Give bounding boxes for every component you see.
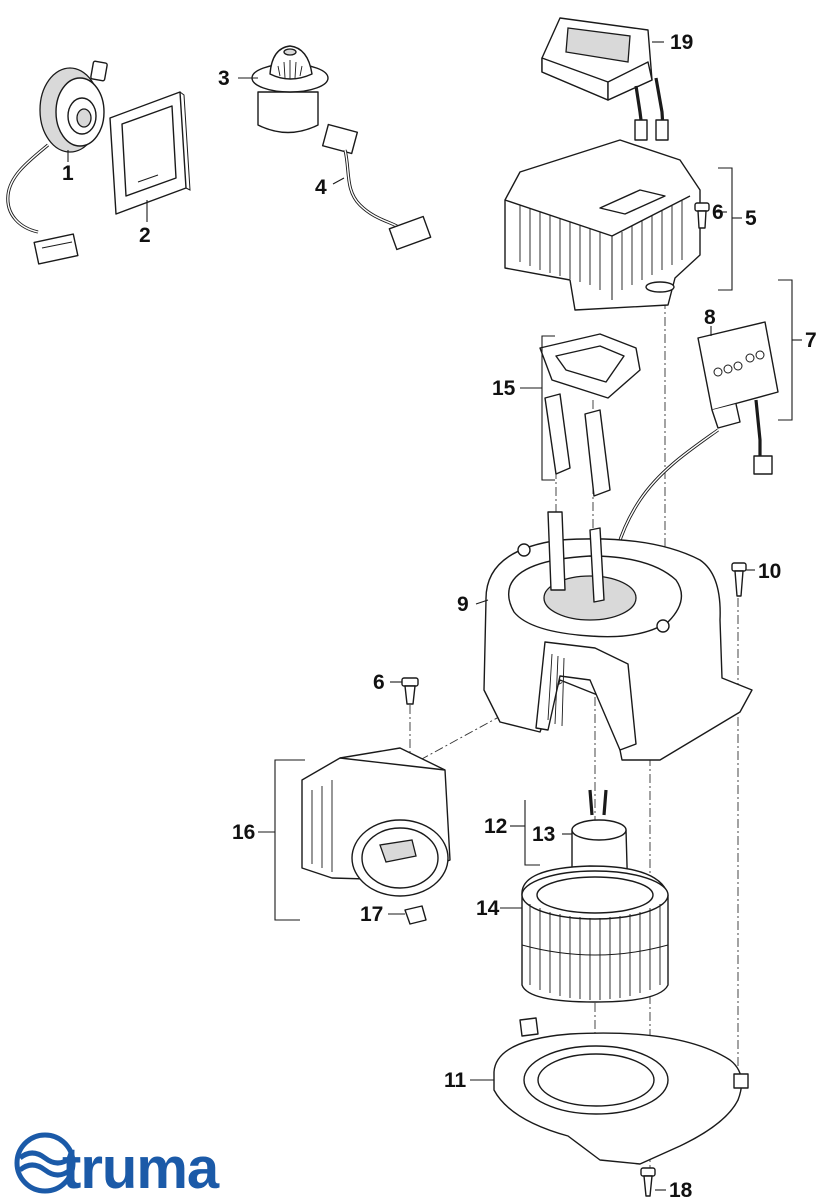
part-9-main-housing <box>483 511 753 761</box>
callout-6-top: 6 <box>712 201 724 224</box>
callout-10: 10 <box>758 560 781 583</box>
callout-5: 5 <box>745 207 757 230</box>
callout-1: 1 <box>62 162 74 185</box>
callout-3: 3 <box>218 67 230 90</box>
part-17-clip-nut <box>404 905 427 925</box>
callout-13: 13 <box>532 823 555 846</box>
part-16-outlet-adapter <box>301 747 451 897</box>
part-3-sensor <box>251 45 329 134</box>
callout-18: 18 <box>669 1179 693 1200</box>
callout-9: 9 <box>457 593 469 616</box>
callout-8: 8 <box>704 306 716 329</box>
callout-12: 12 <box>484 815 507 838</box>
part-10-screw <box>731 562 747 597</box>
truma-logo: truma <box>14 1132 221 1200</box>
part-6-screw-top <box>694 202 710 229</box>
callout-15: 15 <box>492 377 516 400</box>
part-18-screw <box>640 1167 656 1197</box>
part-6-screw-lower <box>401 677 419 705</box>
callout-11: 11 <box>444 1069 467 1092</box>
callout-2: 2 <box>139 224 151 247</box>
callout-6-lower: 6 <box>373 671 385 694</box>
callout-labels: 1 2 3 4 5 6 7 8 9 10 11 12 13 14 15 16 1… <box>62 31 817 1200</box>
part-1-rotary-control <box>6 60 108 265</box>
callout-19: 19 <box>670 31 693 54</box>
part-11-base-plate <box>493 1017 749 1165</box>
part-15-clips <box>539 333 641 497</box>
part-2-cover-frame <box>109 91 191 215</box>
callout-7: 7 <box>805 329 817 352</box>
part-4-cable <box>321 123 432 251</box>
part-19-transformer <box>541 17 669 141</box>
leader-lines <box>67 41 802 1191</box>
part-5-upper-housing <box>504 139 701 311</box>
callout-14: 14 <box>476 897 500 920</box>
callout-16: 16 <box>232 821 255 844</box>
brand-name: truma <box>62 1136 220 1200</box>
callout-4: 4 <box>315 176 327 199</box>
callout-17: 17 <box>360 903 383 926</box>
part-14-fan-wheel <box>521 865 669 1003</box>
